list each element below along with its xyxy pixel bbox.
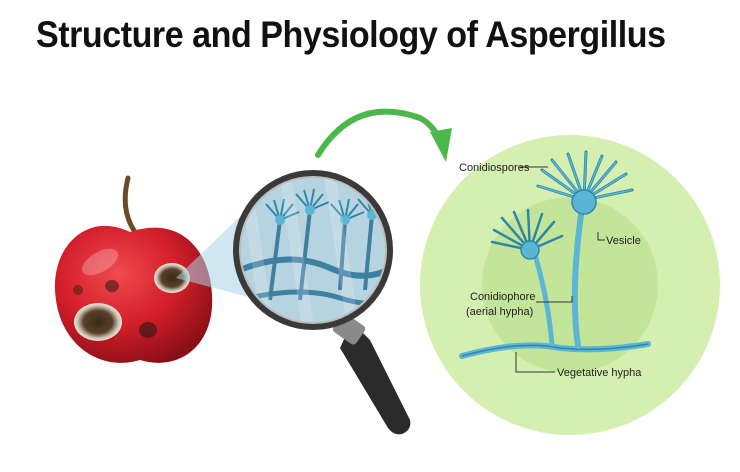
rot-spot <box>74 303 122 341</box>
apple-icon <box>54 175 213 363</box>
leader-lines <box>515 166 605 373</box>
page-title: Structure and Physiology of Aspergillus <box>36 14 666 55</box>
lens-magnified-fungus <box>241 178 385 322</box>
rot-spot <box>154 263 190 293</box>
magnifying-glass-icon <box>233 170 411 435</box>
label-conidiophore: Conidiophore <box>470 291 535 303</box>
curved-arrow-icon <box>315 108 452 162</box>
label-aerial-hypha: (aerial hypha) <box>466 306 533 318</box>
label-vesicle: Vesicle <box>606 235 641 247</box>
aspergillus-structure <box>459 150 651 359</box>
rot-spot <box>139 322 157 338</box>
rot-spot <box>105 280 119 292</box>
rot-spot <box>73 285 83 295</box>
label-vegetative-hypha: Vegetative hypha <box>557 367 642 379</box>
label-conidiospores: Conidiospores <box>459 162 530 174</box>
